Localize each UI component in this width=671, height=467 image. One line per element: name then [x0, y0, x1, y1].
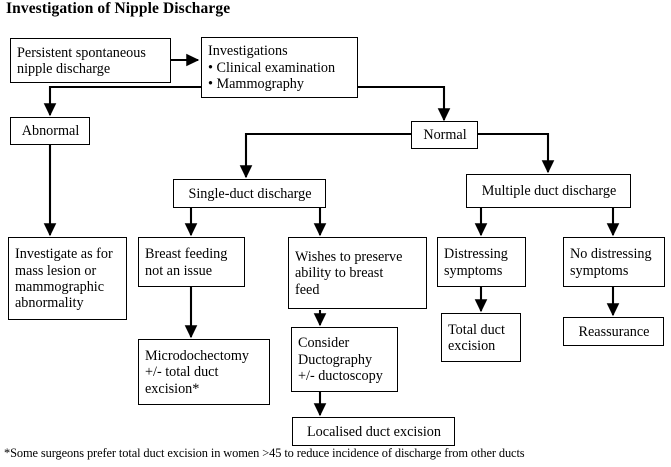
node-line: Investigate as for: [15, 246, 113, 263]
footnote: *Some surgeons prefer total duct excisio…: [4, 446, 525, 460]
node-wishes-to-preserve[interactable]: Wishes to preserve ability to breast fee…: [288, 237, 427, 309]
node-line: Persistent spontaneous: [17, 44, 146, 61]
node-line: Localised duct excision: [307, 423, 441, 440]
node-line: +/- ductoscopy: [298, 368, 383, 385]
node-no-distressing-symptoms[interactable]: No distressing symptoms: [563, 237, 665, 287]
node-consider-ductography[interactable]: Consider Ductography +/- ductoscopy: [291, 327, 398, 392]
node-abnormal[interactable]: Abnormal: [10, 117, 90, 145]
node-investigations[interactable]: Investigations • Clinical examination • …: [201, 37, 358, 98]
node-line: Investigations: [208, 43, 288, 60]
node-line: Wishes to preserve: [295, 248, 403, 265]
node-line: Reassurance: [578, 323, 650, 340]
node-total-duct-excision[interactable]: Total duct excision: [441, 313, 521, 362]
node-line: +/- total duct: [145, 364, 219, 381]
node-multiple-duct-discharge[interactable]: Multiple duct discharge: [466, 174, 631, 208]
page-title: Investigation of Nipple Discharge: [6, 0, 231, 17]
node-line: excision: [448, 338, 496, 354]
edge-normal-to-multiple-duct: [477, 132, 555, 174]
node-line: • Clinical examination: [208, 59, 336, 76]
node-line: feed: [295, 281, 320, 298]
node-line: symptoms: [444, 262, 503, 279]
node-line: ability to breast: [295, 265, 384, 282]
node-line: nipple discharge: [17, 61, 111, 77]
node-single-duct-discharge[interactable]: Single-duct discharge: [173, 179, 326, 208]
node-line: Abnormal: [21, 123, 80, 140]
node-line: Microdochectomy: [145, 347, 250, 364]
node-distressing-symptoms[interactable]: Distressing symptoms: [437, 237, 526, 287]
node-line: Multiple duct discharge: [481, 183, 617, 200]
node-line: abnormality: [15, 295, 84, 312]
node-line: • Mammography: [208, 76, 304, 93]
edge-investigations-to-abnormal: [43, 85, 201, 117]
node-reassurance[interactable]: Reassurance: [563, 317, 664, 346]
node-persistent-discharge[interactable]: Persistent spontaneous nipple discharge: [10, 38, 171, 83]
node-line: mammographic: [15, 279, 105, 295]
node-line: Ductography: [298, 351, 373, 368]
node-line: Distressing: [444, 246, 508, 263]
node-localised-duct-excision[interactable]: Localised duct excision: [292, 417, 455, 446]
node-line: not an issue: [145, 262, 212, 279]
node-investigate-mass-lesion[interactable]: Investigate as for mass lesion or mammog…: [8, 237, 127, 320]
node-line: Breast feeding: [145, 246, 228, 263]
node-line: Normal: [423, 127, 467, 144]
node-line: Total duct: [448, 321, 505, 338]
node-line: mass lesion or: [15, 262, 97, 279]
node-microdochectomy[interactable]: Microdochectomy +/- total duct excision*: [138, 339, 270, 405]
node-line: Single-duct discharge: [188, 185, 312, 202]
node-line: Consider: [298, 335, 350, 352]
edge-investigations-to-normal: [357, 85, 451, 122]
node-line: excision*: [145, 380, 200, 397]
node-normal[interactable]: Normal: [411, 121, 478, 149]
node-line: No distressing: [570, 246, 652, 263]
edge-normal-to-single-duct: [239, 132, 411, 179]
node-line: symptoms: [570, 262, 629, 279]
node-breast-feeding-not-issue[interactable]: Breast feeding not an issue: [138, 237, 245, 287]
